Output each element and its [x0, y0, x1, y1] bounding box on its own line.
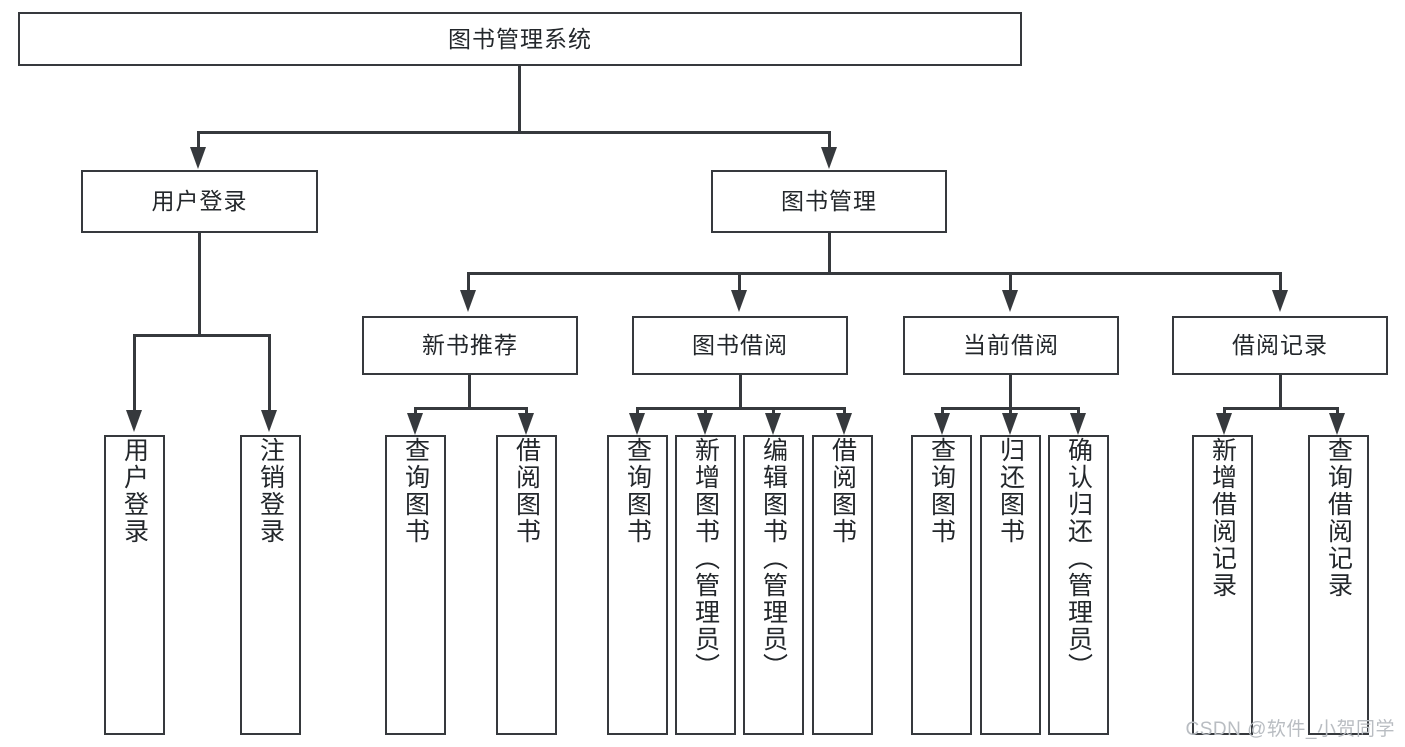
leaf-query-book-recommend[interactable]: 查询图书: [385, 435, 446, 735]
leaf-add-borrow-record[interactable]: 新增借阅记录: [1192, 435, 1253, 735]
connector-book-borrow-child-2: [704, 407, 707, 416]
leaf-label: 借阅图书: [828, 437, 857, 545]
node-label: 借阅记录: [1232, 332, 1328, 359]
node-label: 新书推荐: [422, 332, 518, 359]
leaf-label: 归还图书: [996, 437, 1025, 545]
arrow-book-mgmt-child-3: [1002, 290, 1018, 312]
arrow-book-mgmt-child-1: [460, 290, 476, 312]
leaf-label: 注销登录: [256, 437, 285, 545]
connector-current-borrow-child-1: [941, 407, 944, 416]
node-label: 图书管理: [781, 188, 877, 215]
connector-book-borrow-child-4: [843, 407, 846, 416]
node-label: 图书管理系统: [448, 25, 592, 52]
arrow-current-borrow-child-1: [934, 413, 950, 435]
connector-root-to-user-login: [197, 131, 200, 148]
arrow-book-mgmt-child-4: [1272, 290, 1288, 312]
connector-book-mgmt-child-3: [1009, 272, 1012, 291]
leaf-label: 用户登录: [120, 437, 149, 545]
arrow-user-login-child-2: [261, 410, 277, 432]
node-book-borrow[interactable]: 图书借阅: [632, 316, 848, 375]
connector-book-mgmt-child-2: [738, 272, 741, 291]
leaf-label: 借阅图书: [512, 437, 541, 545]
leaf-borrow-book-recommend[interactable]: 借阅图书: [496, 435, 557, 735]
leaf-add-book-admin[interactable]: 新增图书（管理员）: [675, 435, 736, 735]
connector-borrow-records-stem: [1279, 375, 1282, 409]
leaf-label: 查询图书: [401, 437, 430, 545]
connector-current-borrow-child-2: [1009, 407, 1012, 416]
arrow-root-to-user-login: [190, 147, 206, 169]
connector-current-borrow-child-3: [1077, 407, 1080, 416]
connector-book-borrow-child-1: [636, 407, 639, 416]
leaf-label: 查询图书: [927, 437, 956, 545]
connector-book-mgmt-stem: [828, 233, 831, 274]
connector-borrow-records-child-1: [1223, 407, 1226, 416]
connector-root-stem: [518, 66, 521, 132]
arrow-borrow-records-child-1: [1216, 413, 1232, 435]
node-user-login[interactable]: 用户登录: [81, 170, 318, 233]
connector-user-login-child-2: [268, 334, 271, 414]
arrow-book-borrow-child-4: [836, 413, 852, 435]
arrow-current-borrow-child-3: [1070, 413, 1086, 435]
leaf-return-book[interactable]: 归还图书: [980, 435, 1041, 735]
node-borrow-records[interactable]: 借阅记录: [1172, 316, 1388, 375]
arrow-root-to-book-mgmt: [821, 147, 837, 169]
arrow-user-login-child-1: [126, 410, 142, 432]
arrow-new-book-child-2: [518, 413, 534, 435]
leaf-user-login[interactable]: 用户登录: [104, 435, 165, 735]
leaf-label: 确认归还（管理员）: [1064, 437, 1093, 680]
connector-borrow-records-bus: [1223, 407, 1339, 410]
node-new-book-recommend[interactable]: 新书推荐: [362, 316, 578, 375]
leaf-label: 查询借阅记录: [1324, 437, 1353, 599]
arrow-book-borrow-child-2: [697, 413, 713, 435]
leaf-confirm-return-admin[interactable]: 确认归还（管理员）: [1048, 435, 1109, 735]
leaf-label: 编辑图书（管理员）: [759, 437, 788, 680]
leaf-query-borrow-record[interactable]: 查询借阅记录: [1308, 435, 1369, 735]
node-book-management[interactable]: 图书管理: [711, 170, 947, 233]
leaf-label: 新增图书（管理员）: [691, 437, 720, 680]
leaf-query-book-borrow[interactable]: 查询图书: [607, 435, 668, 735]
connector-new-book-stem: [468, 375, 471, 409]
connector-current-borrow-stem: [1009, 375, 1012, 409]
node-label: 用户登录: [151, 188, 248, 215]
connector-book-mgmt-child-4: [1279, 272, 1282, 291]
leaf-query-book-current[interactable]: 查询图书: [911, 435, 972, 735]
arrow-borrow-records-child-2: [1329, 413, 1345, 435]
connector-new-book-child-2: [525, 407, 528, 416]
connector-new-book-child-1: [414, 407, 417, 416]
connector-book-mgmt-child-1: [467, 272, 470, 291]
leaf-label: 查询图书: [623, 437, 652, 545]
connector-new-book-bus: [414, 407, 528, 410]
node-label: 当前借阅: [963, 332, 1059, 359]
arrow-current-borrow-child-2: [1002, 413, 1018, 435]
connector-user-login-stem: [198, 233, 201, 336]
connector-book-borrow-child-3: [772, 407, 775, 416]
leaf-logout[interactable]: 注销登录: [240, 435, 301, 735]
connector-borrow-records-child-2: [1336, 407, 1339, 416]
leaf-label: 新增借阅记录: [1208, 437, 1237, 599]
connector-root-to-book-mgmt: [828, 131, 831, 148]
arrow-new-book-child-1: [407, 413, 423, 435]
connector-user-login-bus: [133, 334, 270, 337]
connector-book-mgmt-bus: [467, 272, 1282, 275]
node-current-borrow[interactable]: 当前借阅: [903, 316, 1119, 375]
node-label: 图书借阅: [692, 332, 788, 359]
node-root-system[interactable]: 图书管理系统: [18, 12, 1022, 66]
leaf-borrow-book[interactable]: 借阅图书: [812, 435, 873, 735]
arrow-book-mgmt-child-2: [731, 290, 747, 312]
leaf-edit-book-admin[interactable]: 编辑图书（管理员）: [743, 435, 804, 735]
connector-book-borrow-stem: [739, 375, 742, 409]
arrow-book-borrow-child-1: [629, 413, 645, 435]
connector-book-borrow-bus: [636, 407, 846, 410]
arrow-book-borrow-child-3: [765, 413, 781, 435]
connector-root-bus: [197, 131, 831, 134]
connector-user-login-child-1: [133, 334, 136, 414]
